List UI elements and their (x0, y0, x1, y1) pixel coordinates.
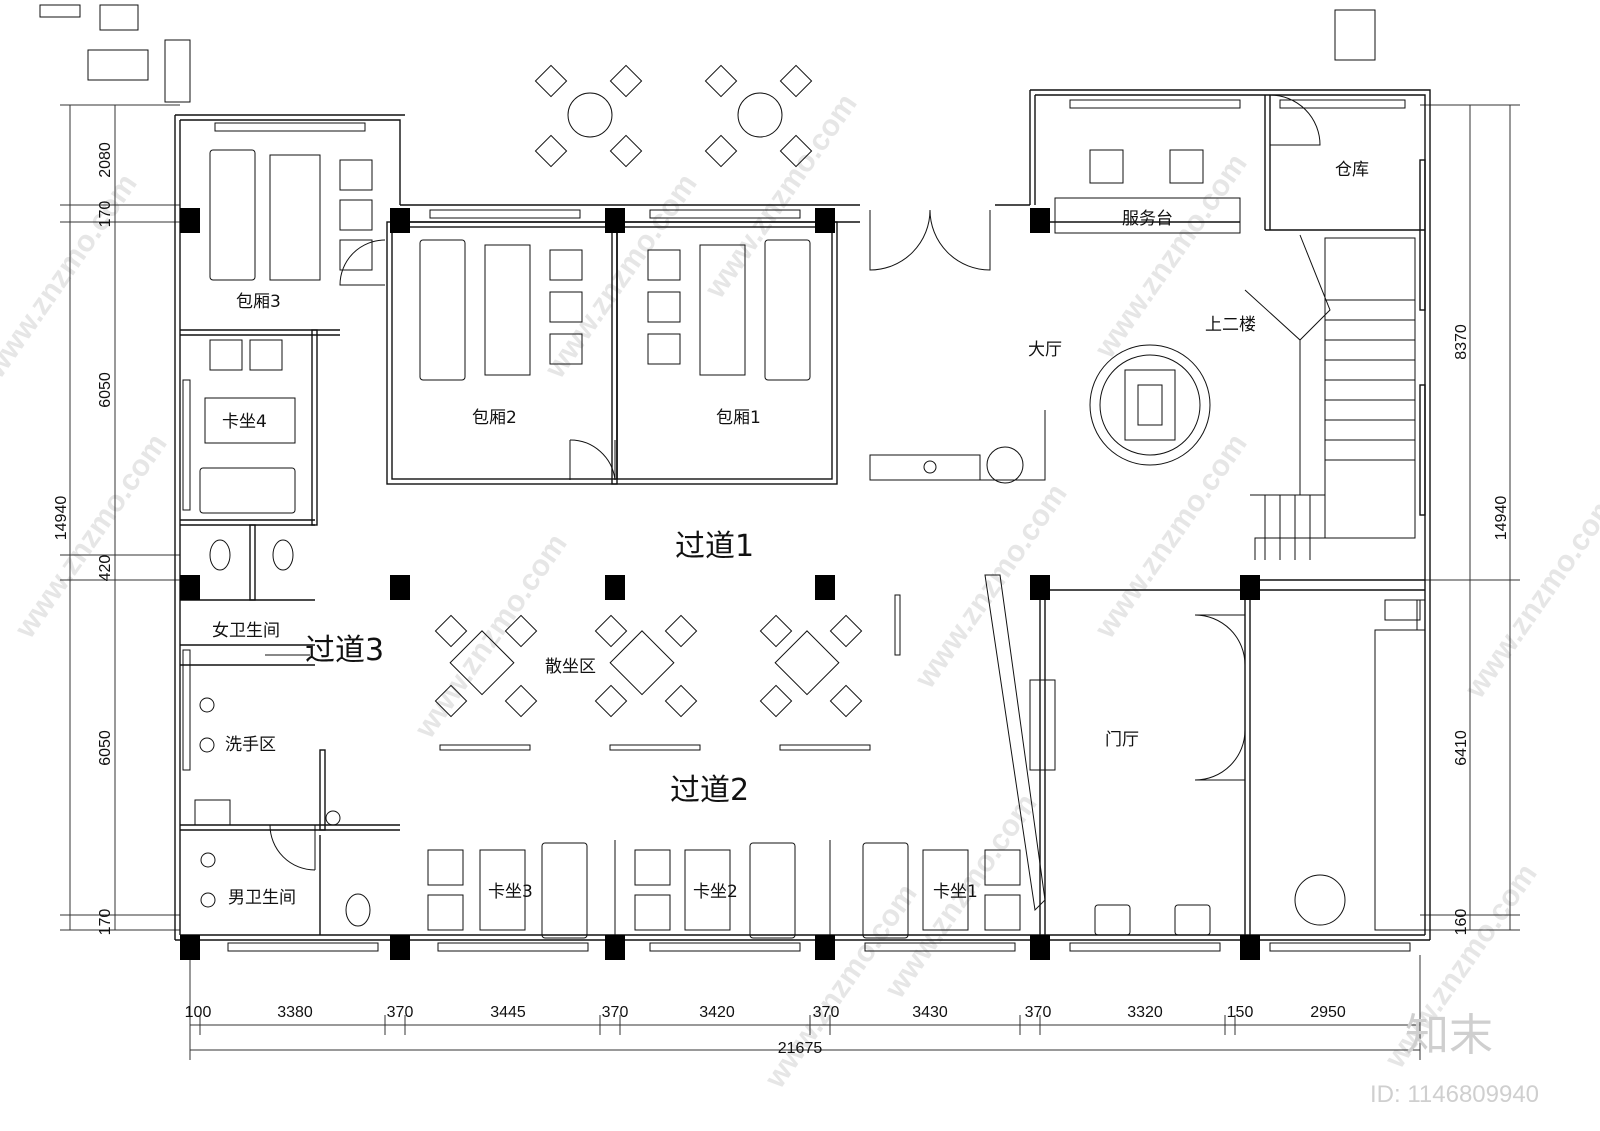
watermark-text: www.znzmo.com (538, 168, 704, 385)
watermark-text: www.znzmo.com (408, 528, 574, 745)
brand-logo: 知末 (1405, 1010, 1493, 1061)
label-private-room-2: 包厢2 (472, 408, 517, 428)
label-service-desk: 服务台 (1122, 209, 1173, 229)
label-stairs-up: 上二楼 (1205, 315, 1256, 335)
dim-bottom: 370 (813, 1004, 840, 1021)
left-dimensions: 2080 170 6050 420 6050 170 14940 (53, 142, 114, 935)
dim-right: 6410 (1453, 730, 1470, 766)
dim-bottom: 150 (1227, 1004, 1254, 1021)
dim-left: 170 (97, 201, 114, 228)
label-booth-1: 卡坐1 (933, 882, 978, 902)
watermark-text: www.znzmo.com (1088, 428, 1254, 645)
dim-left: 2080 (97, 142, 114, 178)
label-private-room-1: 包厢1 (716, 408, 761, 428)
dim-bottom: 3445 (490, 1004, 526, 1021)
label-mens-restroom: 男卫生间 (228, 888, 296, 908)
windows (182, 99, 1426, 952)
dim-right: 8370 (1453, 324, 1470, 360)
dim-bottom: 3420 (699, 1004, 735, 1021)
watermark-text: www.znzmo.com (1458, 488, 1600, 705)
dim-bottom: 3320 (1127, 1004, 1163, 1021)
dim-left: 420 (97, 555, 114, 582)
dim-left: 6050 (97, 372, 114, 408)
dim-bottom-total: 21675 (778, 1040, 823, 1057)
label-womens-restroom: 女卫生间 (212, 621, 280, 641)
dim-bottom: 370 (1025, 1004, 1052, 1021)
brand-watermark: 知末 ID: 1146809940 (1370, 1010, 1539, 1108)
dim-right: 160 (1453, 909, 1470, 936)
dim-left-total: 14940 (53, 496, 70, 541)
doors (265, 94, 1321, 871)
image-id: ID: 1146809940 (1370, 1081, 1539, 1108)
dimension-lines (60, 104, 1520, 1060)
dim-bottom: 100 (185, 1004, 212, 1021)
room-labels: 包厢3 包厢2 包厢1 卡坐4 女卫生间 洗手区 男卫生间 散坐区 卡坐3 卡坐… (212, 160, 1369, 908)
dim-right-total: 14940 (1493, 496, 1510, 541)
bottom-dimensions: 100 3380 370 3445 370 3420 370 3430 370 … (185, 1004, 1346, 1057)
dim-left: 6050 (97, 730, 114, 766)
label-foyer: 门厅 (1105, 730, 1139, 750)
dim-bottom: 370 (387, 1004, 414, 1021)
label-booth-4: 卡坐4 (222, 412, 267, 432)
label-open-seating: 散坐区 (545, 657, 596, 677)
label-lobby: 大厅 (1028, 340, 1062, 360)
label-booth-2: 卡坐2 (693, 882, 738, 902)
walls (174, 89, 1431, 941)
watermark-text: www.znzmo.com (0, 168, 144, 385)
dim-bottom: 3430 (912, 1004, 948, 1021)
furniture (39, 4, 1421, 939)
label-booth-3: 卡坐3 (488, 882, 533, 902)
label-washing-area: 洗手区 (225, 735, 276, 755)
structural-columns (180, 208, 1260, 960)
label-storage: 仓库 (1335, 160, 1369, 180)
label-corridor-1: 过道1 (675, 529, 754, 564)
dim-bottom: 2950 (1310, 1004, 1346, 1021)
dim-bottom: 3380 (277, 1004, 313, 1021)
label-private-room-3: 包厢3 (236, 292, 281, 312)
right-dimensions: 8370 6410 160 14940 (1453, 324, 1510, 935)
dim-bottom: 370 (602, 1004, 629, 1021)
dim-left: 170 (97, 909, 114, 936)
label-corridor-2: 过道2 (670, 773, 749, 808)
label-corridor-3: 过道3 (305, 633, 384, 668)
watermark-text: www.znzmo.com (8, 428, 174, 645)
